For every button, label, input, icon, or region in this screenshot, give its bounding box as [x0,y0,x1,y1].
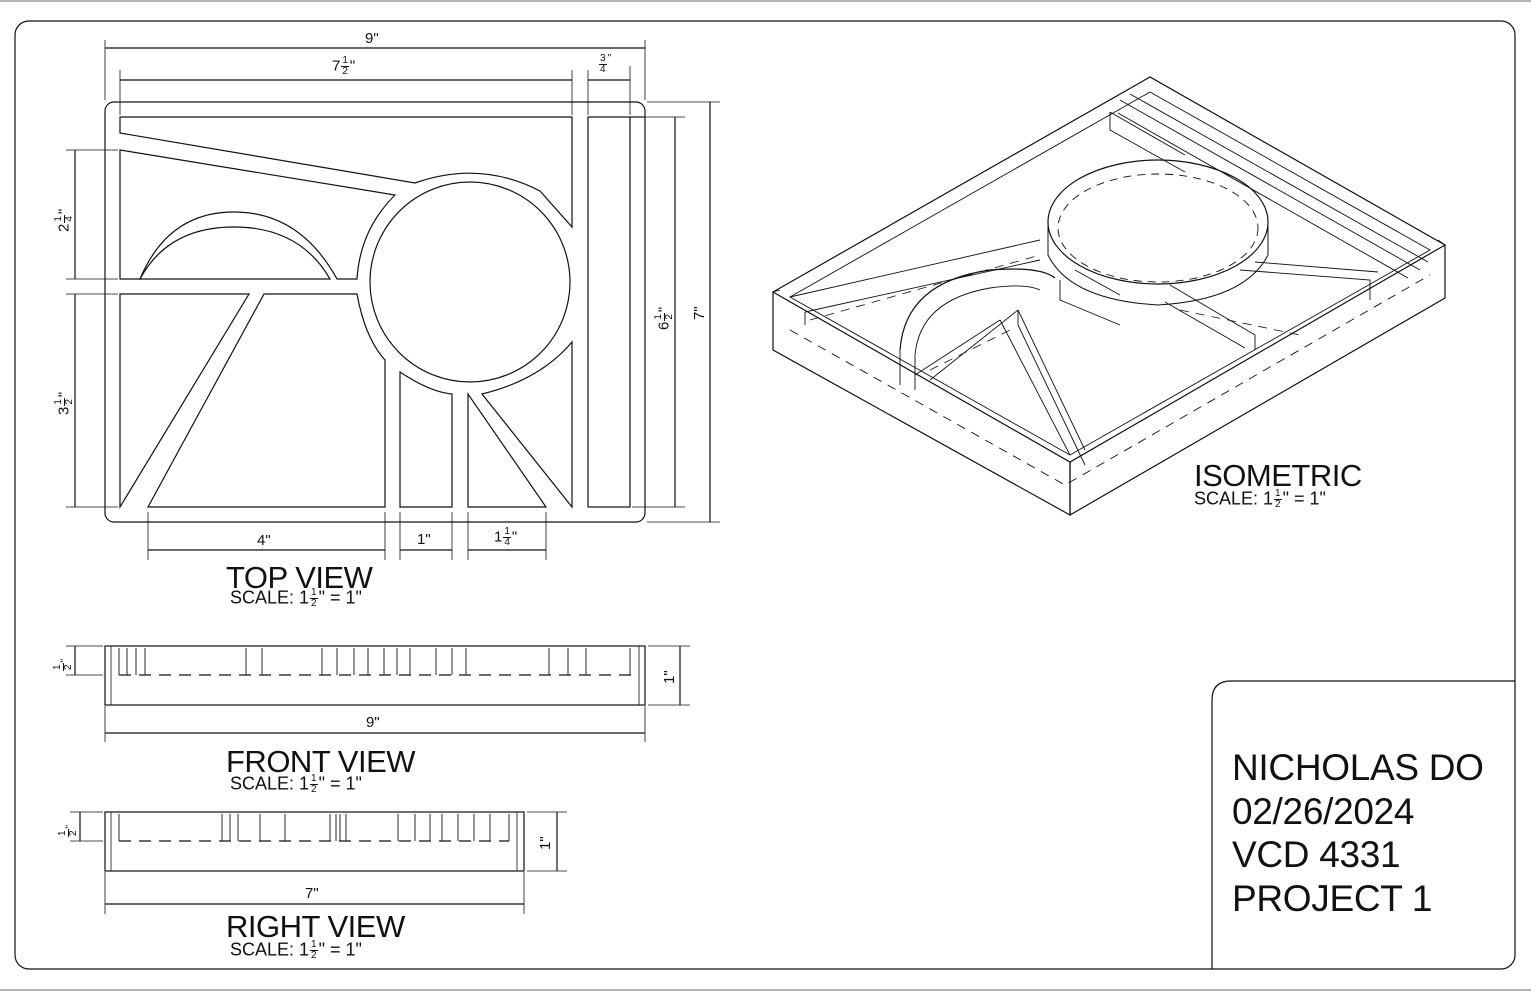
iso-triangle [999,309,1086,466]
iso-rail [1117,93,1429,279]
right-hidden-ticks [118,814,510,841]
iso-circle-top [1047,159,1269,285]
iso-right-face [1069,245,1446,517]
front-view-drawing [66,645,690,742]
dim-label-bottom-mid: 1" [417,531,431,548]
front-view-title: FRONT VIEW [226,744,416,779]
course-code: VCD 4331 [1232,834,1401,875]
iso-left-bar [789,239,1041,325]
front-hidden-ticks [118,648,631,675]
center-pocket [146,293,386,508]
right-dim-label-height: 1" [537,836,554,850]
title-block: NICHOLAS DO 02/26/2024 VCD 4331 PROJECT … [1232,746,1484,920]
author-name: NICHOLAS DO [1232,747,1484,788]
top-view-drawing [66,40,720,560]
right-view-drawing [70,811,567,914]
right-view-outline [104,811,525,872]
iso-circle-wall [1047,222,1269,306]
iso-arch-inner [914,285,1041,356]
front-dim-label-height: 1" [661,670,678,684]
iso-hidden-outline [789,274,1431,486]
slot-pocket [399,370,453,508]
arch-inner [138,226,332,280]
dim-label-overall-height: 7" [691,306,708,320]
isometric-title: ISOMETRIC [1194,458,1362,493]
sheet-border [14,20,1516,970]
right-dim-label-width: 7" [305,885,319,902]
project-name: PROJECT 1 [1232,877,1433,919]
drawing-date: 02/26/2024 [1232,790,1415,832]
isometric-drawing [771,76,1447,517]
iso-inner-rim [789,91,1431,456]
iso-wedge [1109,111,1186,173]
front-view-outline [104,645,646,706]
right-view-title: RIGHT VIEW [226,909,405,944]
dim-label-overall-width: 9" [365,30,379,47]
iso-slot [1239,261,1379,300]
left-triangle-pocket [119,293,251,510]
arch-pocket [119,149,397,280]
dim-label-bottom-left: 4" [257,532,271,549]
top-view-title: TOP VIEW [226,560,373,595]
small-triangle-pocket [467,392,548,508]
top-view-outline [104,101,646,523]
title-block-frame [1211,680,1515,969]
right-rail [587,116,631,508]
circle-pocket [369,181,571,383]
front-dim-label-width: 9" [366,714,380,731]
top-wedge-pocket [119,116,573,229]
right-pocket [480,340,573,509]
